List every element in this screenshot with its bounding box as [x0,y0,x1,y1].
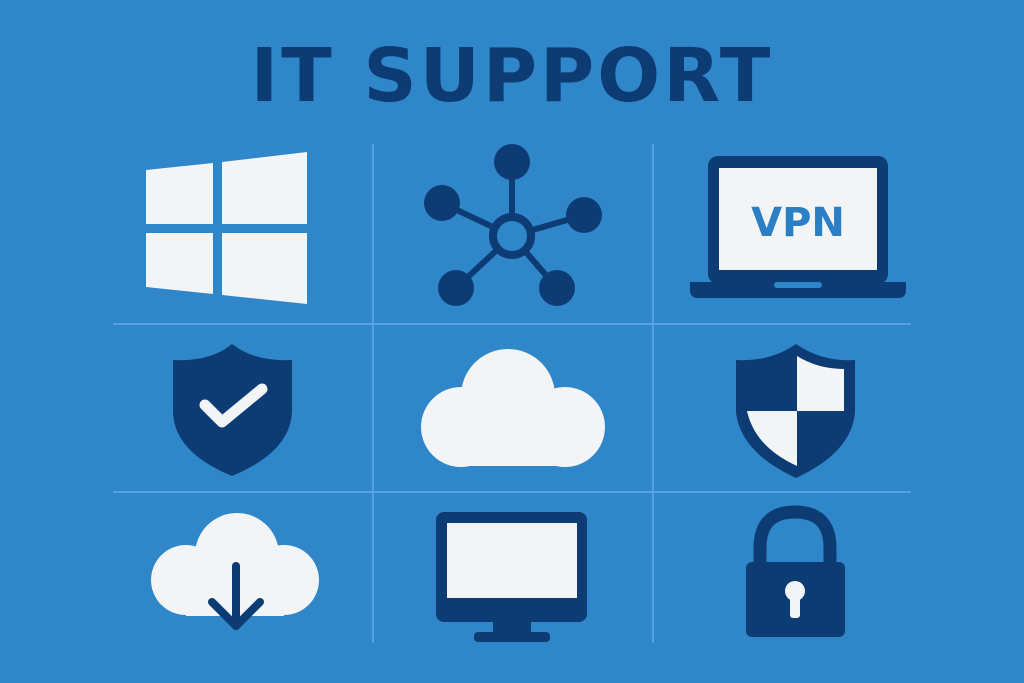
vpn-label: VPN [751,200,845,246]
cloud-download-icon [151,513,319,630]
network-hub-icon [424,144,602,306]
shield-check-icon [173,344,292,476]
page-title: IT SUPPORT [250,33,774,119]
grid-lines [113,144,911,643]
monitor-icon [436,512,587,642]
cloud-icon [421,349,605,467]
vpn-laptop-icon: VPN [690,156,906,298]
windows-logo-icon [146,152,307,304]
padlock-icon [746,505,845,637]
security-shield-icon [736,344,855,478]
